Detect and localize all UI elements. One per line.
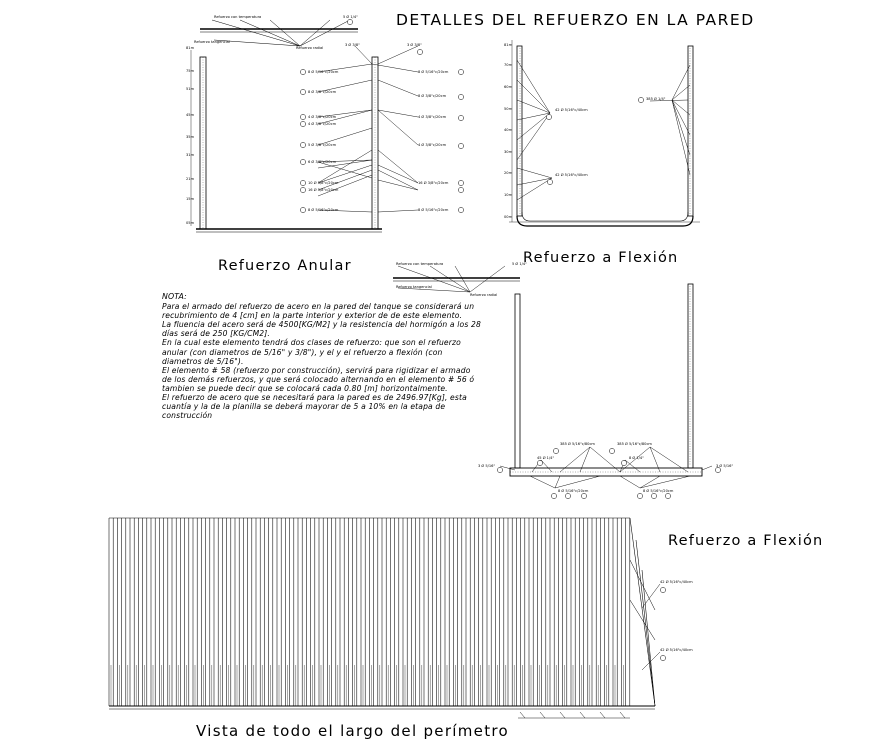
base-label-radial: Refuerzo radial (470, 293, 497, 297)
mark-flex-7: 20m (504, 171, 513, 175)
callout-right-3: 4 Ø 3/8"c/20cm (418, 114, 447, 119)
caption-refuerzo-anular: Refuerzo Anular (218, 258, 352, 274)
callout-right-5: 16 Ø 3/8"c/20cm (418, 180, 449, 185)
base-label-bar-3: 3 Ø 5/16" (716, 463, 733, 468)
mark-flex-6: 30m (504, 150, 513, 154)
edge-bar (641, 569, 656, 707)
detail-base-section (393, 265, 713, 489)
note-paragraph-3: En la cual este elemento tendrá dos clas… (162, 338, 461, 366)
detail-base-labels: Refuerzo con temperatura Refuerzo tangen… (396, 261, 733, 493)
mark-flex-8: 10m (504, 193, 513, 197)
detail-flexion-top-labels: 81m 70m 60m 50m 40m 30m 20m 10m 00m 42 Ø… (504, 43, 666, 219)
perimeter-labels: 42 Ø 5/16"c/40cm 42 Ø 5/16"c/40cm (660, 579, 693, 652)
detail-refuerzo-flexion-top (509, 40, 700, 227)
callout-flex-2: 42 Ø 5/16"c/40cm (555, 172, 588, 177)
label-refuerzo-radial: Refuerzo radial (296, 46, 323, 50)
detail-refuerzo-anular (190, 19, 419, 233)
base-label-bar-2: 3 Ø 5/16" (478, 463, 495, 468)
perimeter-bars (108, 517, 656, 707)
mark-left-2: 75m (186, 69, 195, 73)
base-label-anular-1: 8 Ø 5/16"c/20cm (558, 488, 589, 493)
mark-left-4: 45m (186, 113, 195, 117)
label-bar-top-1: 5 Ø 1/4" (343, 14, 358, 19)
callout-left-3: 4 Ø 3/8"c/20cm (308, 114, 337, 119)
label-refuerzo-tangencial: Refuerzo tangencial (194, 40, 230, 44)
callout-left-4: 4 Ø 3/8"c/20cm (308, 121, 337, 126)
base-label-bar-4: 45 Ø 1/4" (537, 455, 554, 460)
callout-left-9: 8 Ø 5/16"c/20cm (308, 207, 339, 212)
mark-left-5: 35m (186, 135, 195, 139)
perimeter-callout-2: 42 Ø 5/16"c/40cm (660, 647, 693, 652)
mark-flex-1: 81m (504, 43, 513, 47)
base-label-tangencial: Refuerzo tangencial (396, 285, 432, 289)
detail-anular-markers (300, 19, 464, 213)
detail-base-markers (497, 448, 721, 499)
edge-bar (629, 517, 656, 707)
callout-left-6: 6 Ø 3/8"c/20cm (308, 159, 337, 164)
caption-vista-perimetro: Vista de todo el largo del perímetro (196, 722, 509, 740)
base-label-flex-2: 385 Ø 5/16"c/80cm (617, 441, 652, 446)
callout-right-2: 8 Ø 3/8"c/20cm (418, 93, 447, 98)
callout-left-1: 8 Ø 5/16"c/20cm (308, 69, 339, 74)
note-block: NOTA: Para el armado del refuerzo de ace… (162, 292, 482, 420)
base-label-bar-5: 8 Ø 1/4" (629, 455, 644, 460)
mark-left-8: 15m (186, 197, 195, 201)
label-bar-top-2: 3 Ø 3/8" (345, 42, 360, 47)
label-bar-top-3: 3 Ø 3/8" (407, 42, 422, 47)
callout-left-7: 10 Ø 3/8"c/20cm (308, 180, 339, 185)
note-heading: NOTA: (162, 292, 187, 301)
mark-left-9: 05m (186, 221, 195, 225)
edge-bar (635, 539, 656, 707)
callout-left-5: 5 Ø 3/8"c/20cm (308, 142, 337, 147)
callout-right-6: 8 Ø 5/16"c/20cm (418, 207, 449, 212)
caption-refuerzo-flexion-bottom: Refuerzo a Flexión (668, 533, 823, 549)
perimeter-view (108, 517, 661, 719)
callout-flex-3: 385 Ø 1/4" (646, 96, 666, 101)
perimeter-markers (660, 587, 666, 661)
mark-left-7: 21m (186, 177, 195, 181)
mark-flex-3: 60m (504, 85, 513, 89)
note-paragraph-4: El elemento # 58 (refuerzo por construcc… (162, 365, 475, 393)
callout-left-8: 16 Ø 3/8"c/20cm (308, 187, 339, 192)
detail-flexion-top-markers (546, 97, 644, 185)
note-paragraph-1: Para el armado del refuerzo de acero en … (162, 302, 475, 321)
callout-right-4: 4 Ø 3/8"c/20cm (418, 142, 447, 147)
mark-flex-9: 00m (504, 215, 513, 219)
note-paragraph-2: La fluencia del acero será de 4500[KG/M2… (162, 320, 481, 339)
base-label-temperatura: Refuerzo con temperatura (396, 262, 443, 266)
mark-flex-2: 70m (504, 63, 513, 67)
caption-refuerzo-flexion-top: Refuerzo a Flexión (523, 250, 678, 266)
mark-left-3: 51m (186, 87, 195, 91)
base-label-bar-1: 5 Ø 1/4" (512, 261, 527, 266)
sheet-title: DETALLES DEL REFUERZO EN LA PARED (396, 11, 755, 29)
mark-flex-4: 50m (504, 107, 513, 111)
mark-left-6: 31m (186, 153, 195, 157)
perimeter-callout-1: 42 Ø 5/16"c/40cm (660, 579, 693, 584)
mark-left-1: 81m (186, 46, 195, 50)
detail-anular-labels: Refuerzo con temperatura Refuerzo tangen… (186, 14, 449, 225)
base-label-flex-1: 385 Ø 5/16"c/80cm (560, 441, 595, 446)
base-label-anular-2: 8 Ø 5/16"c/20cm (643, 488, 674, 493)
mark-flex-5: 40m (504, 128, 513, 132)
label-refuerzo-temperatura: Refuerzo con temperatura (214, 15, 261, 19)
callout-left-2: 8 Ø 3/8"c/20cm (308, 89, 337, 94)
callout-flex-1: 42 Ø 5/16"c/40cm (555, 107, 588, 112)
note-paragraph-5: El refuerzo de acero que se necesitará p… (162, 393, 467, 421)
callout-right-1: 8 Ø 5/16"c/20cm (418, 69, 449, 74)
